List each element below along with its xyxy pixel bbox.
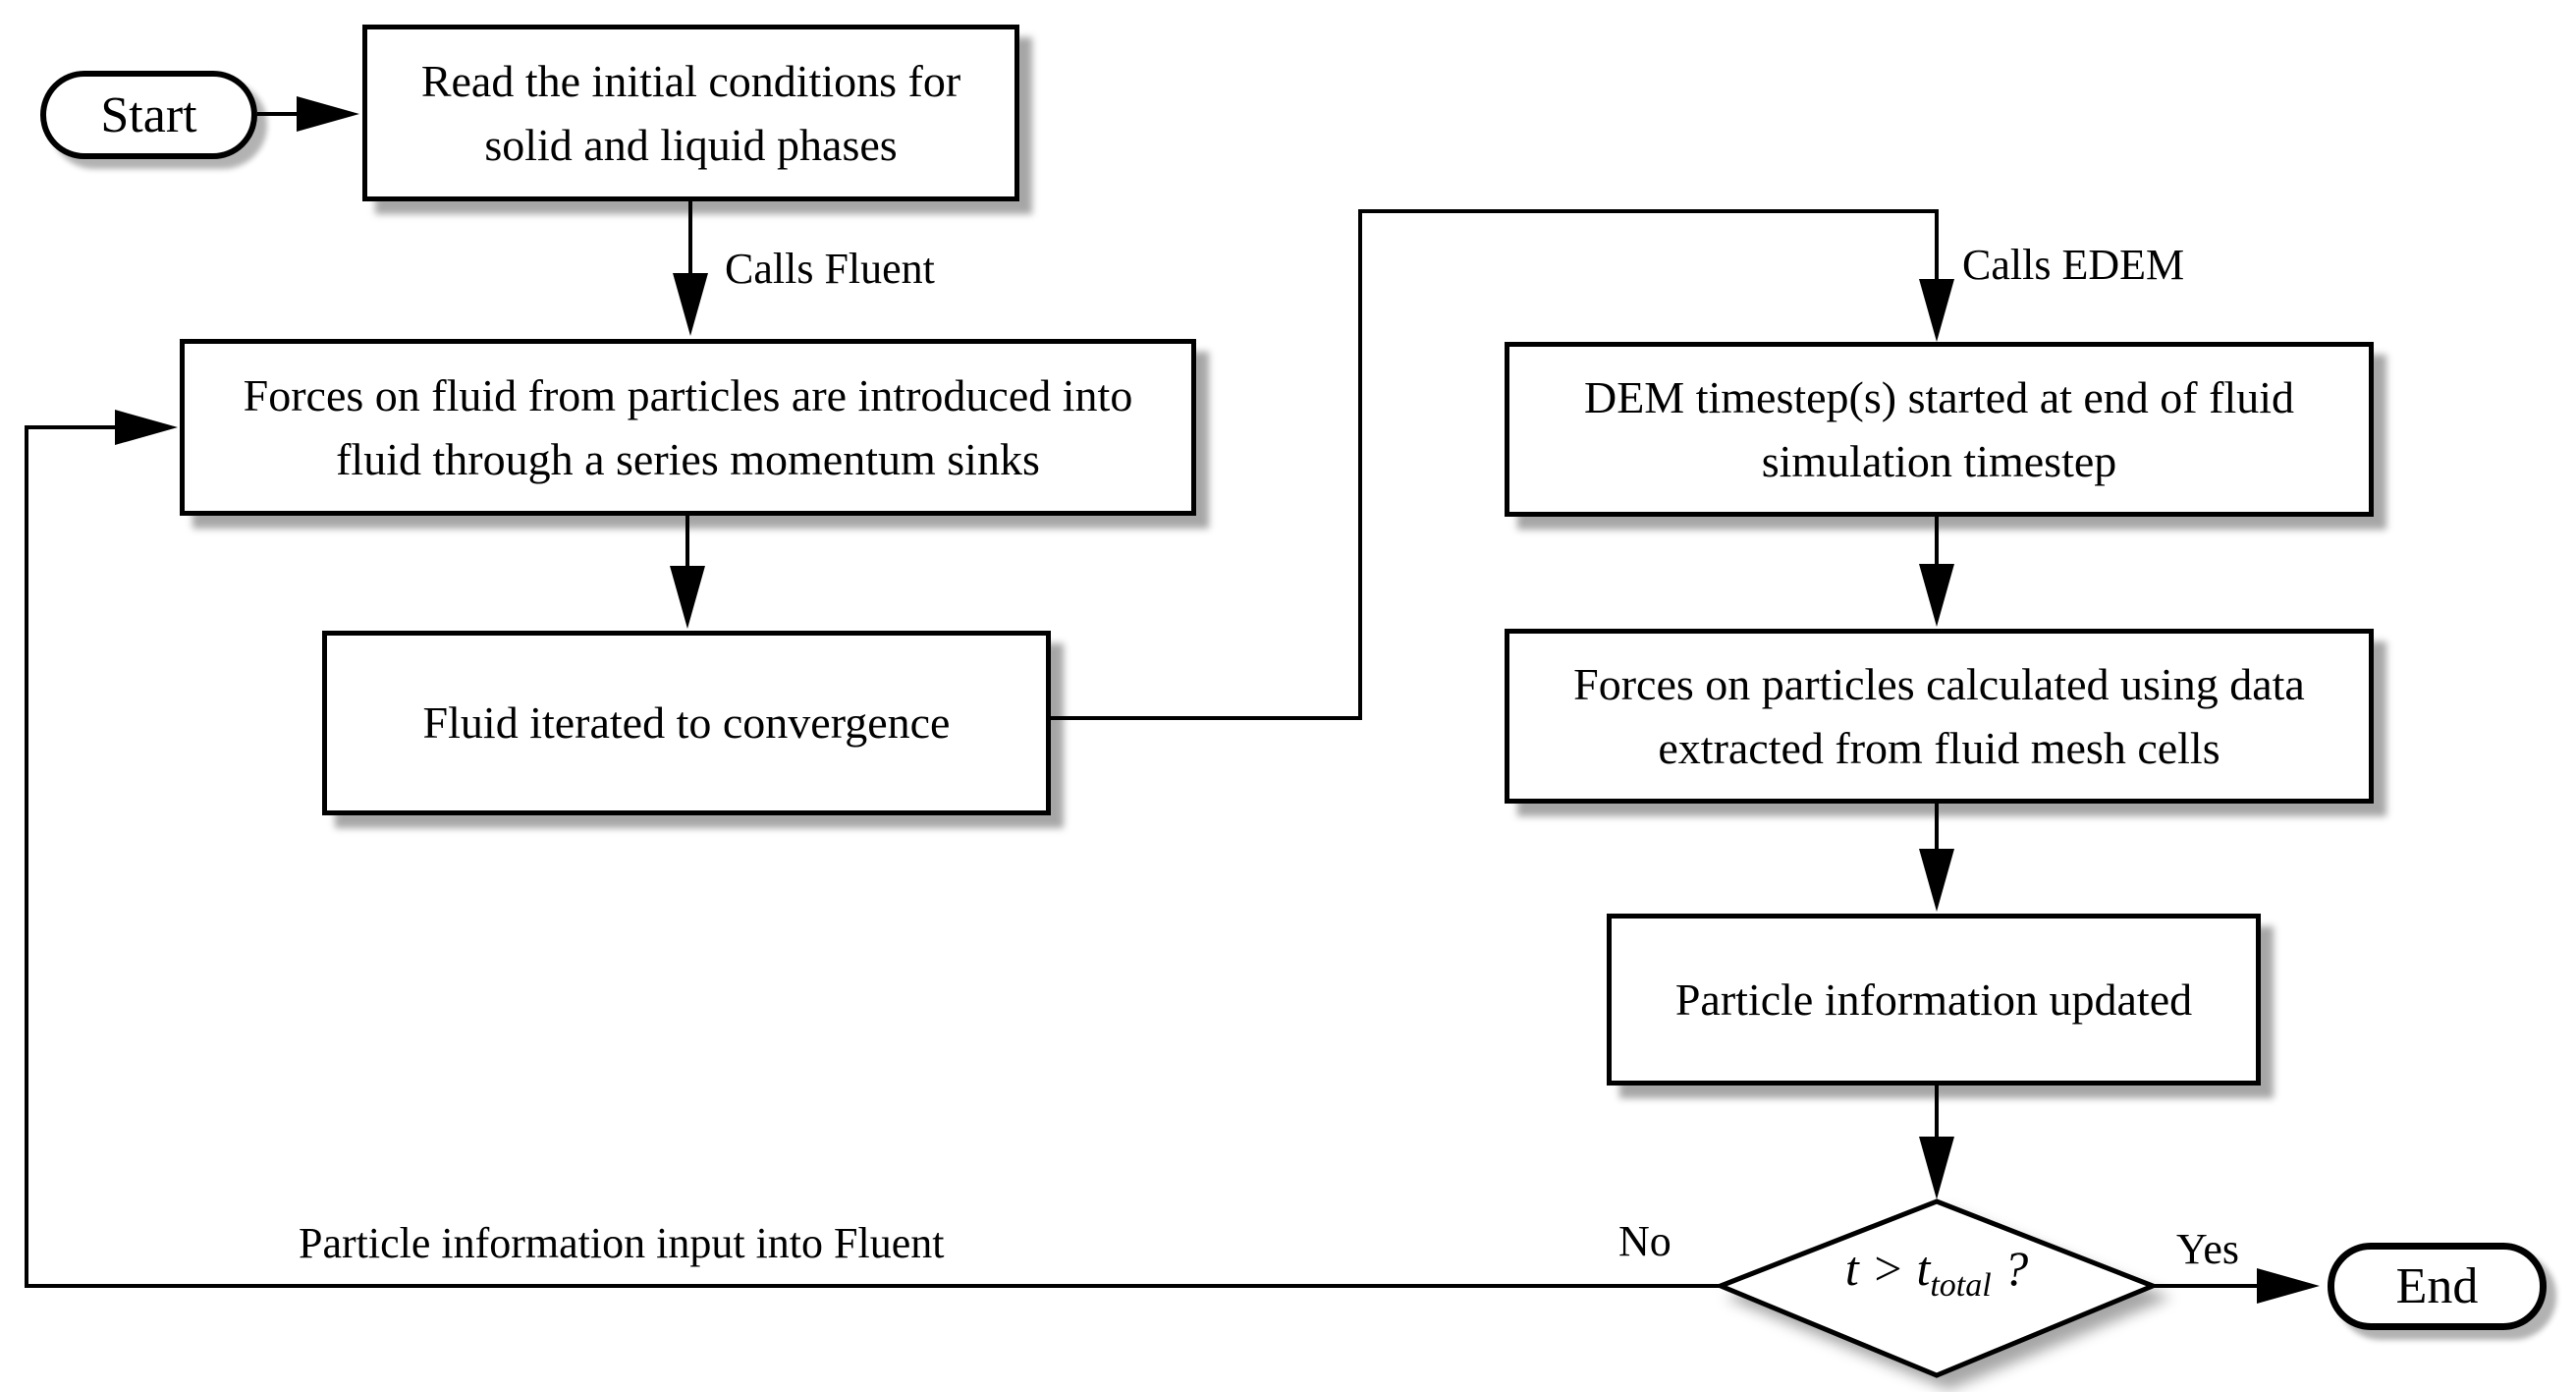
edge-label-calls-edem: Calls EDEM [1962,241,2185,289]
process-forces-on-particles: Forces on particles calculated using dat… [1505,629,2374,804]
process-read-initial-conditions: Read the initial conditions for solid an… [362,25,1019,201]
process-momentum-sinks: Forces on fluid from particles are intro… [180,339,1196,516]
decision-diamond [1714,1198,2160,1378]
process-forces-on-particles-label: Forces on particles calculated using dat… [1573,658,2305,773]
process-particle-updated: Particle information updated [1607,914,2261,1086]
decision-label-subscript: total [1930,1267,1992,1304]
start-terminal: Start [40,71,257,159]
decision-label-suffix: ? [1991,1241,2029,1296]
decision-label-prefix: t > t [1844,1241,1931,1296]
process-momentum-sinks-label: Forces on fluid from particles are intro… [243,369,1133,484]
end-terminal: End [2328,1243,2547,1330]
process-fluid-iterated: Fluid iterated to convergence [322,631,1051,815]
process-fluid-iterated-label: Fluid iterated to convergence [422,697,951,749]
process-dem-timestep: DEM timestep(s) started at end of fluid … [1505,342,2374,517]
process-particle-updated-label: Particle information updated [1674,974,2193,1025]
decision-label: t > ttotal ? [1721,1240,2153,1303]
start-label: Start [100,86,197,143]
edge-decision-no-feedback [25,410,1721,1288]
edge-fluid-to-dem [1051,209,1954,720]
edge-label-yes: Yes [2176,1225,2240,1273]
end-label: End [2395,1258,2479,1314]
edge-label-calls-fluent: Calls Fluent [725,245,935,293]
process-read-initial-conditions-label: Read the initial conditions for solid an… [420,55,961,170]
edge-label-no: No [1618,1217,1672,1265]
process-dem-timestep-label: DEM timestep(s) started at end of fluid … [1583,371,2295,486]
edge-label-feedback: Particle information input into Fluent [299,1219,945,1267]
